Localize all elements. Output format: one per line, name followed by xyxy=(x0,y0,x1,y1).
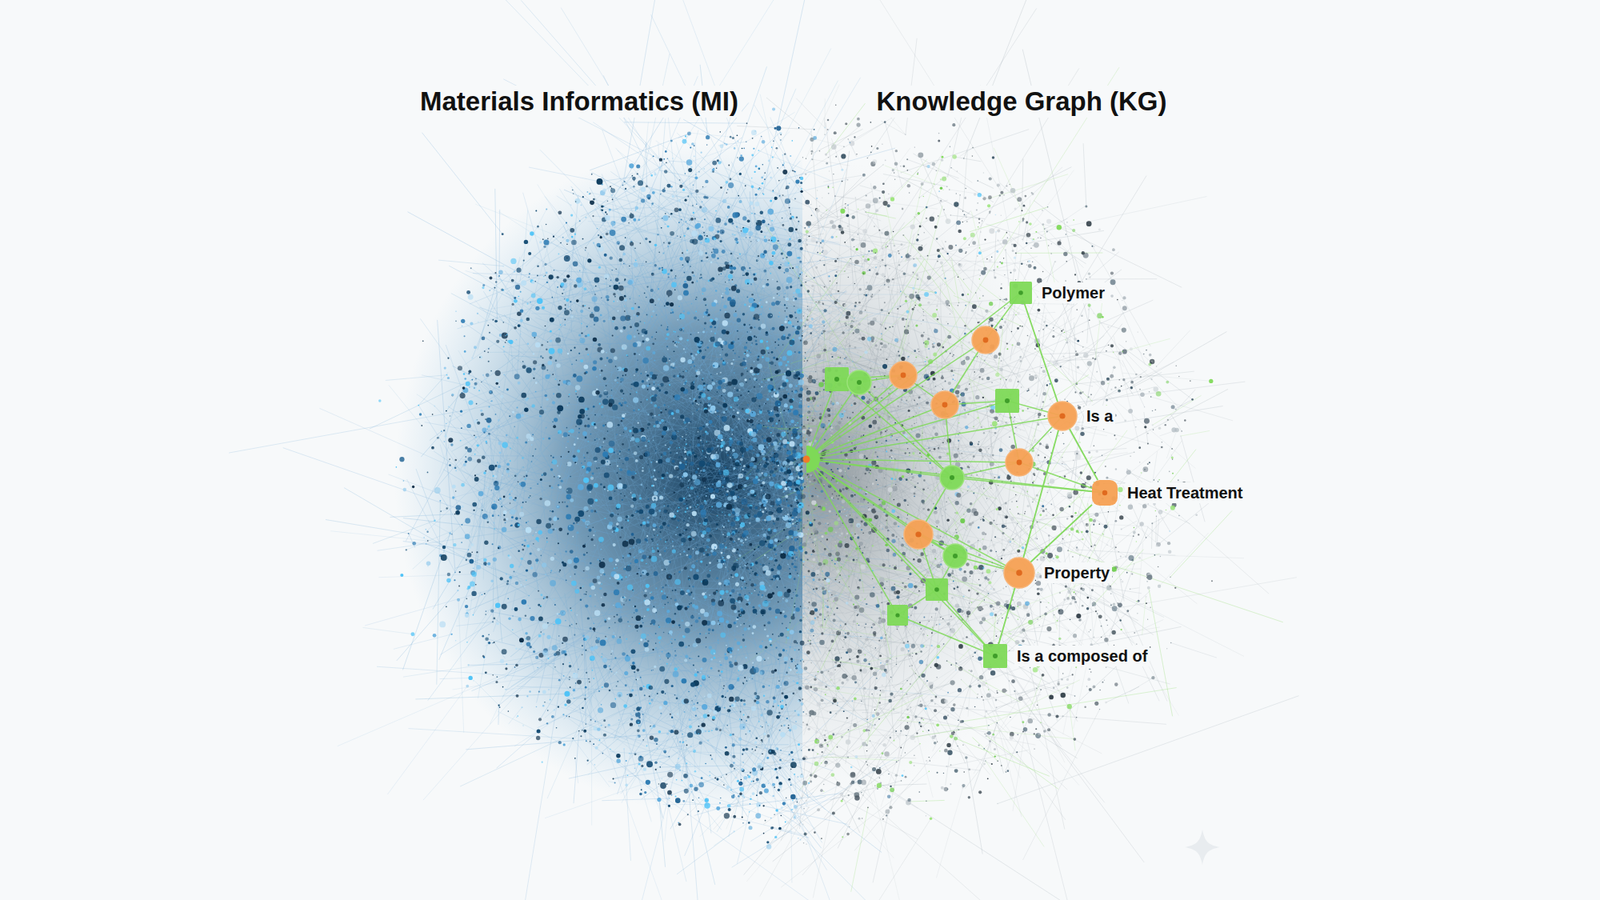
stage: Materials Informatics (MI)Knowledge Grap… xyxy=(0,0,1600,900)
